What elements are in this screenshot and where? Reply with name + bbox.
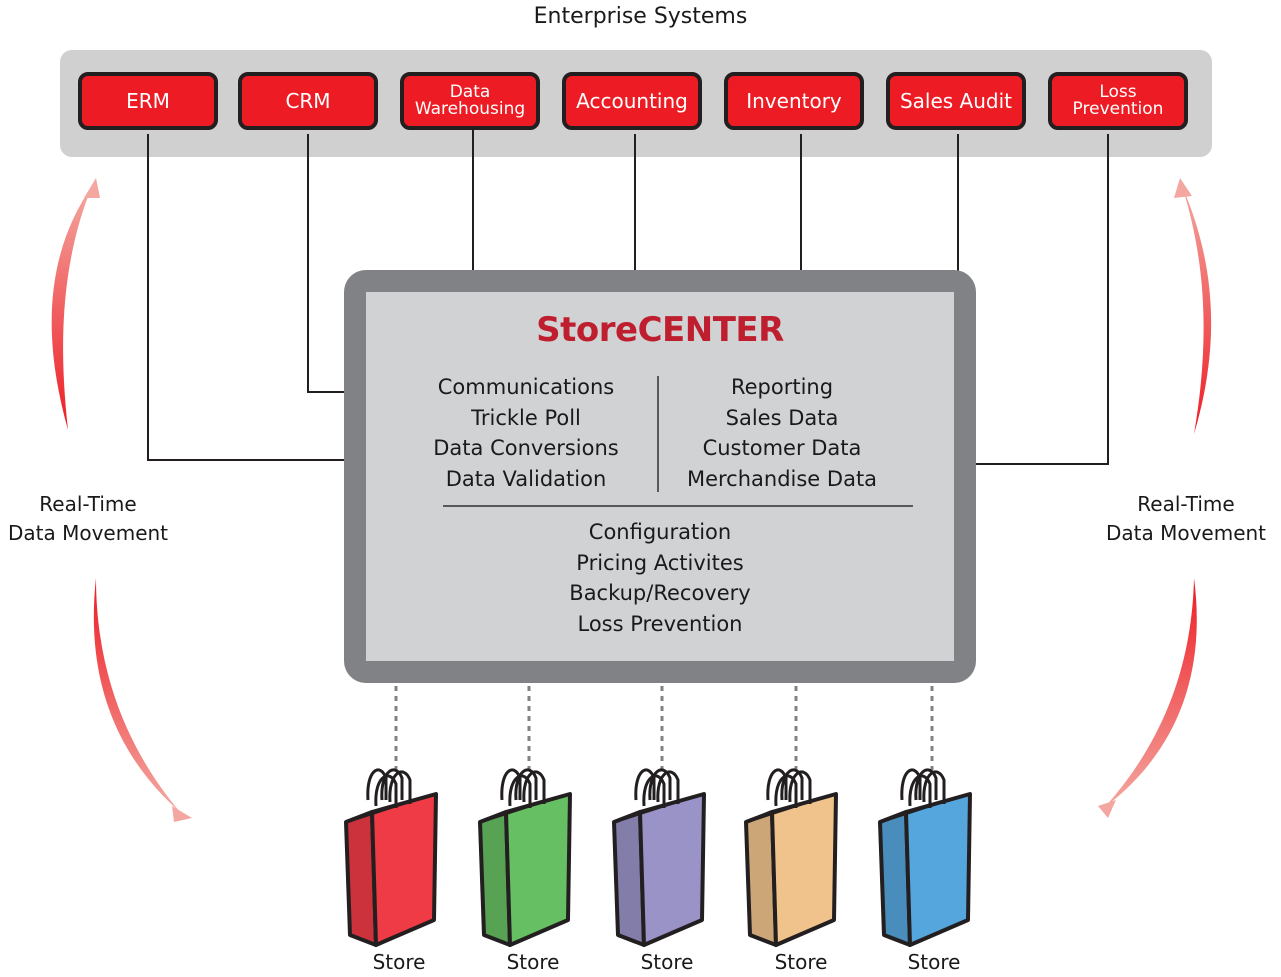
system-inventory-button[interactable]: Inventory (724, 72, 864, 130)
system-accounting-button[interactable]: Accounting (562, 72, 702, 130)
arc-arrow-left-up (51, 186, 92, 430)
store-label: Store (774, 950, 828, 974)
storecenter-left-list: Communications Trickle Poll Data Convers… (420, 372, 632, 494)
list-item: Data Validation (445, 466, 607, 491)
system-loss-prevention-label: Loss Prevention (1072, 82, 1164, 119)
connector-crm (307, 134, 346, 393)
system-erm-label: ERM (126, 89, 170, 113)
store-label: Store (506, 950, 560, 974)
list-item: Communications (437, 375, 615, 399)
storecenter-title: StoreCENTER (536, 310, 784, 350)
store-label: Store (372, 950, 426, 974)
system-data-warehousing-label: Data Warehousing (414, 82, 526, 119)
store-bags (344, 768, 972, 947)
list-item: Backup/Recovery (569, 581, 751, 605)
shopping-bag-icon (612, 768, 706, 947)
diagram-title: Enterprise Systems (533, 4, 748, 29)
store-label: Store (640, 950, 694, 974)
real-time-label-line2: Data Movement (7, 521, 169, 545)
list-item: Configuration (588, 520, 732, 544)
shopping-bag-icon (744, 768, 838, 947)
arc-arrow-right-up (1182, 186, 1212, 434)
arc-arrow-right-down (1104, 578, 1197, 808)
system-loss-prevention-button[interactable]: Loss Prevention (1048, 72, 1188, 130)
real-time-label-right: Real-Time Data Movement (1098, 490, 1274, 548)
storecenter-panel (366, 292, 954, 661)
real-time-label-line1: Real-Time (1137, 492, 1235, 516)
list-item: Data Conversions (433, 436, 619, 460)
system-sales-audit-label: Sales Audit (899, 89, 1013, 113)
arrowhead-left-down (172, 806, 192, 822)
arrowhead-right-down (1098, 800, 1116, 818)
shopping-bag-icon (478, 768, 572, 947)
system-accounting-label: Accounting (576, 89, 688, 113)
storecenter-bottom-list: Configuration Pricing Activites Backup/R… (460, 517, 860, 639)
list-item: Merchandise Data (686, 466, 878, 491)
list-item: Reporting (730, 375, 834, 399)
system-data-warehousing-button[interactable]: Data Warehousing (400, 72, 540, 130)
system-sales-audit-button[interactable]: Sales Audit (886, 72, 1026, 130)
connector-erm (147, 134, 346, 461)
system-crm-label: CRM (285, 89, 331, 113)
store-label: Store (907, 950, 961, 974)
arrowhead-right-up (1174, 178, 1192, 198)
list-item: Customer Data (702, 436, 862, 460)
shopping-bag-icon (878, 768, 972, 947)
arrowhead-left-up (84, 178, 100, 198)
arc-arrow-left-down (93, 578, 180, 812)
real-time-label-line1: Real-Time (39, 492, 137, 516)
section-divider (443, 505, 913, 507)
column-divider (657, 376, 659, 492)
system-crm-button[interactable]: CRM (238, 72, 378, 130)
system-inventory-label: Inventory (746, 89, 842, 113)
list-item: Trickle Poll (471, 405, 581, 430)
real-time-label-line2: Data Movement (1105, 521, 1267, 545)
system-erm-button[interactable]: ERM (78, 72, 218, 130)
shopping-bag-icon (344, 768, 438, 947)
storecenter-right-list: Reporting Sales Data Customer Data Merch… (672, 372, 892, 494)
connector-loss-prevention (974, 134, 1109, 465)
list-item: Pricing Activites (576, 550, 744, 575)
list-item: Loss Prevention (577, 611, 743, 636)
list-item: Sales Data (725, 405, 839, 430)
real-time-label-left: Real-Time Data Movement (0, 490, 176, 548)
